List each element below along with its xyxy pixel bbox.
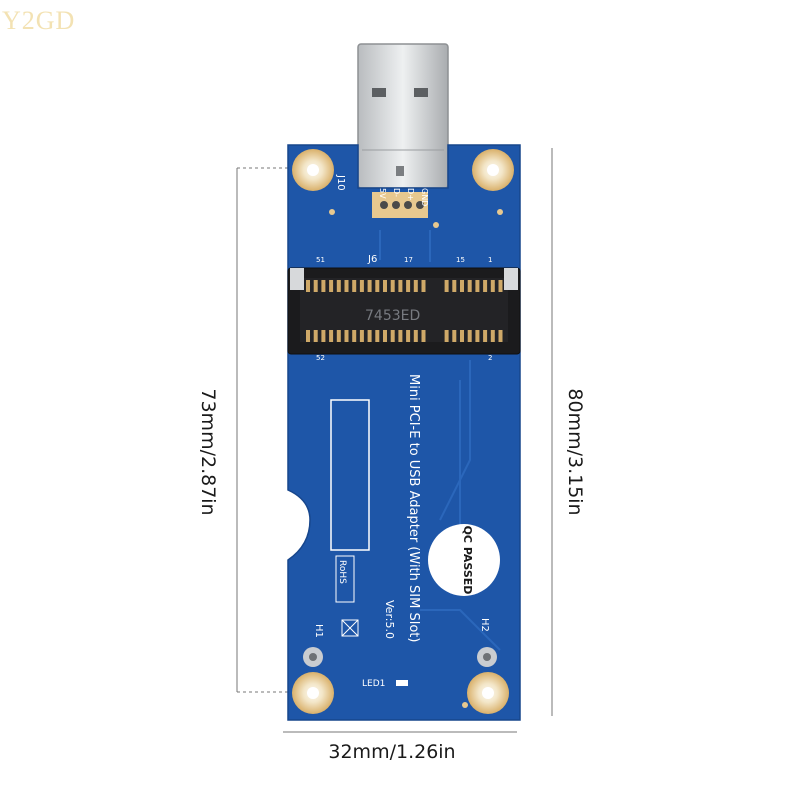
slot-pin	[375, 330, 380, 342]
watermark: Y2GD	[2, 6, 76, 35]
slot-pin	[390, 330, 395, 342]
slot-pin	[336, 330, 341, 342]
width-dimension: 32mm/1.26in	[328, 741, 456, 763]
slot-pin	[352, 330, 357, 342]
slot-pin	[352, 280, 357, 292]
slot-pin	[344, 280, 349, 292]
dimension-lines	[236, 148, 553, 733]
slot-pin	[467, 330, 472, 342]
slot-pin	[421, 330, 426, 342]
slot-pin	[498, 280, 503, 292]
slot-pin	[490, 280, 495, 292]
slot-pin	[398, 330, 403, 342]
slot-pin	[460, 330, 464, 342]
inner-height-dimension: 73mm/2.87in	[197, 388, 219, 516]
slot-pin	[367, 330, 372, 342]
slot-pin	[398, 280, 403, 292]
slot-pin	[475, 330, 480, 342]
slot-pin	[475, 280, 480, 292]
slot-pin	[329, 330, 334, 342]
slot-pin	[313, 330, 318, 342]
rohs-text: RoHS	[337, 560, 347, 584]
hole-ref-left: H1	[313, 624, 324, 638]
slot-pin	[367, 280, 372, 292]
qc-sticker: QC PASSED	[428, 524, 500, 596]
slot-pin	[490, 330, 495, 342]
usb-pin-label: D+	[406, 188, 415, 201]
slot-pin	[406, 330, 411, 342]
slot-pin	[359, 330, 364, 342]
slot-pin	[329, 280, 334, 292]
slot-pin-number: 15	[456, 256, 465, 264]
slot-pin	[460, 280, 464, 292]
usb-pin-label: GND	[420, 188, 429, 206]
mounting-holes	[292, 149, 514, 714]
slot-pin	[483, 330, 488, 342]
outer-height-dimension: 80mm/3.15in	[564, 388, 586, 516]
slot-pin	[467, 280, 472, 292]
slot-pin	[452, 280, 457, 292]
slot-pin	[444, 330, 449, 342]
slot-pin	[406, 280, 411, 292]
slot-pin	[452, 330, 457, 342]
slot-pin	[421, 280, 426, 292]
slot-pin	[383, 280, 387, 292]
slot-pin	[413, 280, 418, 292]
led-ref: LED1	[362, 679, 385, 689]
slot-pin	[321, 280, 326, 292]
led-component	[396, 680, 408, 686]
slot-pin	[413, 330, 418, 342]
usb-pin-label: D-	[392, 188, 401, 197]
connector-ref: J6	[367, 254, 377, 265]
slot-pin	[306, 330, 310, 342]
usb-pin-labels: 5V D- D+ GND	[378, 188, 429, 206]
sim-slot-outline	[330, 399, 370, 551]
slot-pin	[390, 280, 395, 292]
slot-pin	[359, 280, 364, 292]
weee-icon	[341, 619, 359, 637]
slot-pin-number: 52	[316, 354, 325, 362]
slot-pin	[344, 330, 349, 342]
slot-pin	[483, 280, 488, 292]
board-version: Ver:5.0	[383, 600, 396, 639]
slot-pin	[306, 280, 310, 292]
slot-pin-number: 17	[404, 256, 413, 264]
slot-pin	[498, 330, 503, 342]
slot-pin-number: 51	[316, 256, 325, 264]
slot-pin-number: 2	[488, 354, 492, 362]
slot-pin	[321, 330, 326, 342]
slot-pin	[336, 280, 341, 292]
usb-pin-label: 5V	[378, 188, 387, 199]
usb-ref: J10	[335, 174, 346, 191]
mini-pcie-slot: 7453ED	[287, 267, 521, 355]
usb-plug	[357, 43, 449, 189]
slot-pin-labels: 51 17 15 1 52 2	[316, 256, 492, 362]
board-title: Mini PCI-E to USB Adapter (With SIM Slot…	[406, 374, 421, 642]
rohs-mark: RoHS	[335, 555, 355, 603]
usb-pin-pads	[372, 192, 428, 218]
slot-pin	[313, 280, 318, 292]
silkscreen: Mini PCI-E to USB Adapter (With SIM Slot…	[313, 174, 490, 689]
qc-sticker-text: QC PASSED	[461, 526, 474, 595]
slot-pin	[383, 330, 387, 342]
slot-pin	[444, 280, 449, 292]
hole-ref-right: H2	[479, 618, 490, 632]
slot-pin	[375, 280, 380, 292]
chip-marking: 7453ED	[365, 308, 420, 324]
slot-pin-number: 1	[488, 256, 492, 264]
